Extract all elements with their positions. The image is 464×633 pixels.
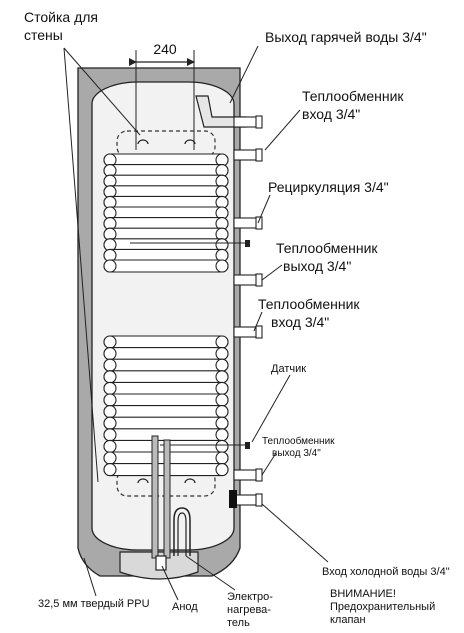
- heat-exchanger-coil-bottom: [103, 335, 229, 477]
- sensor-cap-bottom: [245, 442, 250, 449]
- label-recirculation: Рециркуляция 3/4": [268, 179, 389, 195]
- label-hx-inlet-bottom-2: вход 3/4": [271, 314, 329, 330]
- coil-end-right: [215, 451, 229, 465]
- coil-turn: [103, 405, 229, 419]
- label-hx-outlet-bottom: Теплообменник: [262, 435, 335, 447]
- pipe-cap: [255, 216, 263, 230]
- label-hx-inlet-top: Теплообменник: [302, 88, 404, 104]
- coil-end-right: [215, 259, 229, 273]
- label-heater-3: тель: [227, 617, 250, 629]
- label-wall-mount: Стойка для: [24, 9, 98, 25]
- label-warning: ВНИМАНИЕ!: [330, 588, 396, 600]
- heat-exchanger-coil-top: [103, 153, 229, 273]
- pipe-cap: [255, 115, 263, 129]
- coil-end-left: [103, 405, 117, 419]
- coil-turn: [103, 393, 229, 407]
- coil-turn: [103, 428, 229, 442]
- coil-end-right: [215, 358, 229, 372]
- label-hx-outlet-top-2: выход 3/4": [283, 258, 351, 274]
- label-hx-outlet-bottom-2: выход 3/4": [272, 448, 321, 459]
- coil-turn: [103, 381, 229, 395]
- coil-turn: [103, 358, 229, 372]
- label-insulation: 32,5 мм твердый PPU: [38, 598, 150, 610]
- mount-hole-right-lower: [184, 478, 196, 484]
- label-hx-inlet-bottom: Теплообменник: [258, 296, 360, 312]
- coil-end-left: [103, 416, 117, 430]
- label-wall-mount-2: стены: [24, 27, 63, 43]
- electric-heater-element-inner: [177, 512, 187, 556]
- coil-end-left: [103, 428, 117, 442]
- mount-hole-left: [137, 139, 149, 145]
- coil-end-left: [103, 381, 117, 395]
- label-heater-2: нагрева-: [227, 604, 271, 616]
- coil-end-right: [215, 428, 229, 442]
- coil-end-left: [103, 335, 117, 349]
- coil-end-left: [103, 370, 117, 384]
- coil-end-right: [215, 393, 229, 407]
- label-heater: Электро-: [227, 591, 273, 603]
- pipe-connections: [233, 115, 263, 507]
- anode-head: [155, 555, 167, 571]
- pipe-cap: [255, 493, 263, 507]
- coil-end-right: [215, 405, 229, 419]
- coil-turn: [103, 347, 229, 361]
- coil-turn: [103, 370, 229, 384]
- coil-turn: [103, 259, 229, 273]
- pipe-cap: [255, 273, 263, 287]
- coil-end-left: [103, 358, 117, 372]
- coil-end-left: [103, 439, 117, 453]
- label-cold-water-inlet: Вход холодной воды 3/4": [322, 566, 450, 578]
- coil-turn: [103, 416, 229, 430]
- coil-end-right: [215, 463, 229, 477]
- label-sensor: Датчик: [271, 363, 306, 375]
- label-hot-water-outlet: Выход гарячей воды 3/4": [265, 29, 427, 45]
- inner-tank: [91, 81, 235, 551]
- coil-turn: [103, 335, 229, 349]
- dimension-value: 240: [153, 41, 177, 57]
- coil-end-right: [215, 347, 229, 361]
- pipe-cap: [255, 325, 263, 339]
- coil-end-right: [215, 335, 229, 349]
- mount-hole-left-lower: [137, 478, 149, 484]
- electric-heater-element: [173, 507, 191, 556]
- safety-valve: [229, 490, 237, 508]
- coil-end-right: [215, 381, 229, 395]
- label-hx-outlet-top: Теплообменник: [276, 240, 378, 256]
- coil-end-left: [103, 451, 117, 465]
- coil-end-left: [103, 463, 117, 477]
- coil-end-right: [215, 370, 229, 384]
- pipe-cap: [255, 148, 263, 162]
- pipe-cap: [255, 468, 263, 482]
- label-warning-2: Предохранительный: [330, 601, 435, 613]
- coil-end-left: [103, 393, 117, 407]
- mount-hole-right: [184, 139, 196, 145]
- coil-end-right: [215, 416, 229, 430]
- coil-end-right: [215, 439, 229, 453]
- sensor-cap: [245, 240, 250, 247]
- leader-lines: [63, 45, 329, 601]
- coil-end-left: [103, 347, 117, 361]
- label-hx-inlet-top-2: вход 3/4": [302, 106, 360, 122]
- anode-rod-2: [163, 439, 171, 559]
- label-warning-3: клапан: [330, 614, 366, 626]
- coil-end-left: [103, 259, 117, 273]
- anode-rod: [151, 435, 159, 559]
- label-anode: Анод: [172, 601, 198, 613]
